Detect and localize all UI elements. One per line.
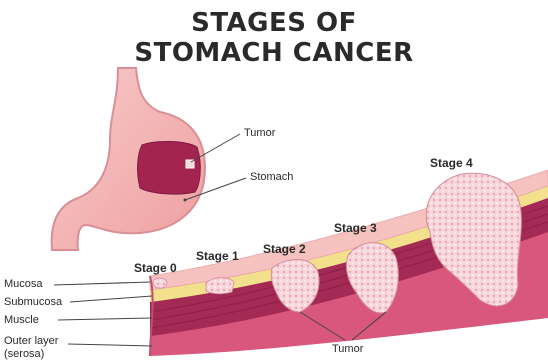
stomach-leader-dot bbox=[184, 199, 187, 202]
stage-2-label: Stage 2 bbox=[263, 243, 306, 255]
bottom-tumor-label: Tumor bbox=[332, 344, 363, 355]
layer-leader-lines bbox=[54, 282, 152, 346]
layer-label-serosa: (serosa) bbox=[4, 349, 44, 360]
stage-3-label: Stage 3 bbox=[334, 222, 377, 234]
label-stomach: Stomach bbox=[250, 172, 293, 183]
stomach-illustration bbox=[52, 68, 246, 250]
tumor-stage-1 bbox=[206, 278, 234, 294]
layer-label-muscle: Muscle bbox=[4, 315, 39, 326]
stage-1-label: Stage 1 bbox=[196, 250, 239, 262]
stage-4-label: Stage 4 bbox=[430, 157, 473, 169]
layer-label-mucosa: Mucosa bbox=[4, 279, 43, 290]
stage-0-label: Stage 0 bbox=[134, 262, 177, 274]
layer-label-submucosa: Submucosa bbox=[4, 297, 62, 308]
layer-label-outer: Outer layer bbox=[4, 336, 58, 347]
tumor-stage-0 bbox=[153, 278, 167, 288]
label-tumor: Tumor bbox=[244, 128, 275, 139]
